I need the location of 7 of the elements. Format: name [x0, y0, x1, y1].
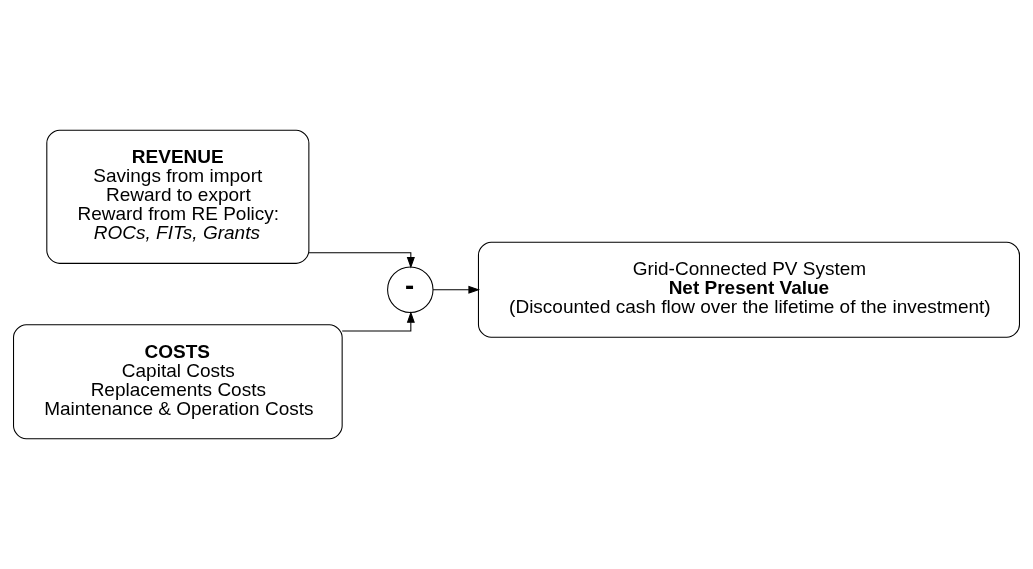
- arrow: [432, 285, 481, 294]
- arrow: [341, 311, 415, 332]
- node-circle: -: [387, 266, 434, 314]
- node-box: Grid-Connected PV System Net Present Value (Discounted cash flow over the lifetime of the investment): [477, 241, 1020, 338]
- node-box: REVENUE Savings from import Reward to export Reward from RE Policy: ROCs, FITs, Grants: [46, 129, 310, 264]
- node-box: COSTS Capital Costs Replacements Costs Maintenance & Operation Costs: [13, 324, 343, 440]
- arrow: [308, 252, 415, 269]
